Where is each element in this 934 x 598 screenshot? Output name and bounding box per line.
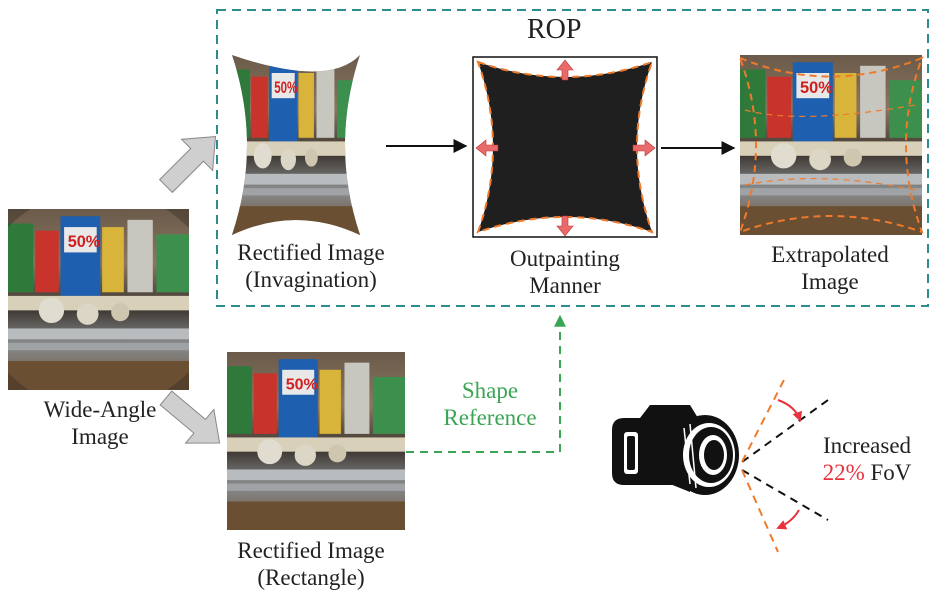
fov-label: Increased 22% FoV [800,432,934,486]
shape-reference-label-line1: Shape [461,378,519,403]
extrapolated-label-line1: Extrapolated [771,242,889,267]
fov-unit: FoV [870,460,912,485]
fov-value: 22% [822,460,865,485]
wide-angle-image [8,209,189,390]
arrow-to-invagination [158,135,217,194]
rectified-invagination-label-line2: (Invagination) [245,267,377,292]
extrapolated-boundary [738,56,924,234]
outpainting-label-line1: Outpainting [510,246,620,271]
camera-icon [612,405,739,495]
wide-angle-label-line2: Image [71,424,129,449]
arrow-to-rectangle [159,390,221,444]
extrapolated-label: Extrapolated Image [730,241,930,295]
rectified-invagination-label-line1: Rectified Image [237,240,385,265]
extrapolated-image [740,55,922,235]
rectified-invagination-label: Rectified Image (Invagination) [206,239,416,293]
rectified-rectangle-label-line2: (Rectangle) [257,565,365,590]
wide-angle-label-line1: Wide-Angle [43,397,157,422]
fov-lines [741,375,829,553]
rectified-invagination-image [232,55,360,235]
outpainting-label-line2: Manner [529,273,601,298]
rectified-rectangle-label: Rectified Image (Rectangle) [206,537,416,591]
outpainting-label: Outpainting Manner [460,245,670,299]
rectified-rectangle-label-line1: Rectified Image [237,538,385,563]
extrapolated-label-line2: Image [801,269,859,294]
shape-reference-label-line2: Reference [443,405,537,430]
fov-label-line1: Increased [822,433,912,458]
rop-title: ROP [527,14,582,45]
shape-reference-path [406,314,566,453]
shape-reference-label: Shape Reference [420,377,560,431]
wide-angle-label: Wide-Angle Image [0,396,200,450]
outpainting-shape [478,62,652,232]
rectified-rectangle-image [227,352,405,530]
rop-box [216,9,929,307]
expand-arrows [475,59,656,237]
fov-label-line2: 22% FoV [800,459,934,486]
